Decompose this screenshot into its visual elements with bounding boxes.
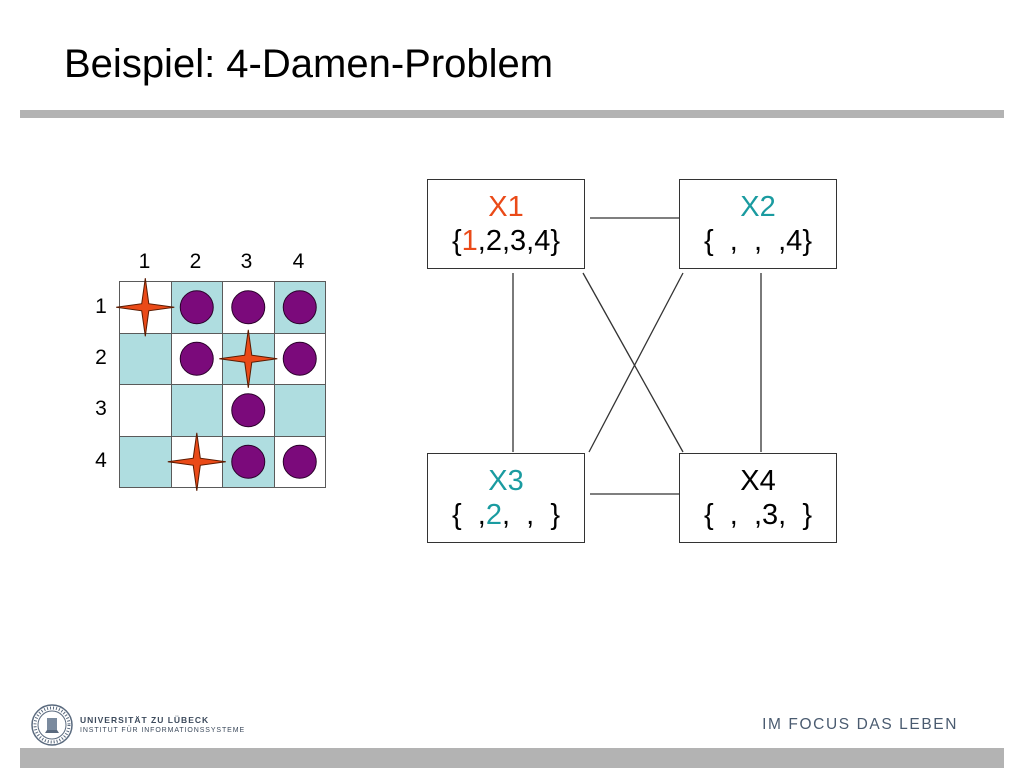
board-row-label: 4 [95, 449, 107, 472]
variable-node-x1: X1 {1,2,3,4} [427, 179, 585, 269]
university-seal-logo [31, 704, 73, 746]
attacked-square-marker [231, 393, 266, 428]
attacked-square-marker [179, 290, 214, 325]
board-row-label: 3 [95, 397, 107, 420]
attacked-square-marker [231, 290, 266, 325]
domain-segment: { , ,3, } [703, 499, 812, 531]
variable-node-x3: X3 { ,2, , } [427, 453, 585, 543]
domain-segment: { , [451, 499, 486, 531]
university-slogan: IM FOCUS DAS LEBEN [762, 716, 958, 733]
queen-marker [219, 329, 278, 388]
queen-marker [116, 278, 175, 337]
variable-domain: { , , ,4} [704, 224, 812, 258]
board-square [170, 384, 223, 437]
domain-segment: , , } [501, 499, 561, 531]
attacked-square-marker [282, 341, 317, 376]
domain-segment: ,2,3,4} [477, 225, 561, 257]
variable-node-x4: X4 { , ,3, } [679, 453, 837, 543]
board-column-label: 2 [189, 250, 202, 273]
variable-domain: { , ,3, } [704, 498, 812, 532]
chessboard [116, 278, 326, 491]
variable-name: X3 [488, 465, 524, 497]
board-markers [116, 278, 317, 491]
attacked-square-marker [282, 290, 317, 325]
domain-segment: { [451, 225, 462, 257]
domain-segment: { , , ,4} [703, 225, 812, 257]
variable-domain: { ,2, , } [452, 498, 560, 532]
variable-name: X4 [740, 465, 776, 497]
domain-segment: 1 [461, 225, 478, 257]
variable-node-x2: X2 { , , ,4} [679, 179, 837, 269]
footer-bar [20, 748, 1004, 768]
attacked-square-marker [179, 341, 214, 376]
attacked-square-marker [282, 444, 317, 479]
board-row-label: 2 [95, 346, 107, 369]
board-square [119, 435, 172, 488]
variable-name: X1 [488, 191, 524, 223]
queen-marker [167, 432, 226, 491]
title-divider [20, 110, 1004, 118]
board-row-label: 1 [95, 295, 107, 318]
slide-title: Beispiel: 4-Damen-Problem [64, 42, 554, 86]
edge-x2-x3 [588, 272, 684, 453]
university-name: UNIVERSITÄT ZU LÜBECK [80, 715, 210, 725]
board-column-label: 3 [240, 250, 253, 273]
variable-domain: {1,2,3,4} [452, 224, 560, 258]
variable-name: X2 [740, 191, 776, 223]
board-column-label: 1 [138, 250, 151, 273]
institute-name: INSTITUT FÜR INFORMATIONSSYSTEME [80, 727, 246, 734]
board-column-label: 4 [292, 250, 305, 273]
domain-segment: 2 [485, 499, 502, 531]
attacked-square-marker [231, 444, 266, 479]
edge-x1-x4 [582, 272, 684, 453]
